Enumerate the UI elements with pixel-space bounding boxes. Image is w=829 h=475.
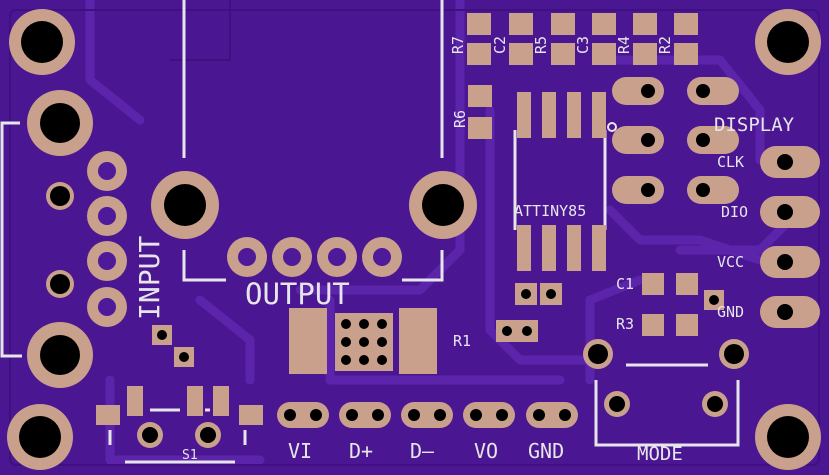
- label-pin-vcc: VCC: [717, 253, 745, 271]
- output-connector: [151, 171, 477, 277]
- label-r5: R5: [532, 35, 550, 54]
- regulator: [289, 308, 437, 374]
- label-pin-dplus: D+: [349, 439, 374, 463]
- pin1-marker: [607, 122, 617, 132]
- c1-r3-pads: [642, 273, 724, 336]
- label-output: OUTPUT: [245, 277, 350, 311]
- mounting-holes: [7, 9, 821, 470]
- label-pin-vi: VI: [288, 439, 313, 463]
- label-pin-gnd: GND: [717, 303, 745, 321]
- mode-button: [583, 339, 749, 417]
- label-r6: R6: [451, 109, 469, 128]
- label-input: INPUT: [133, 235, 166, 320]
- oval-pads: [612, 77, 739, 204]
- label-r3: R3: [616, 315, 635, 333]
- display-header-pads: [760, 146, 820, 328]
- label-c2: C2: [491, 35, 509, 54]
- label-pin-gnd-bottom: GND: [528, 439, 565, 463]
- label-display: DISPLAY: [714, 114, 795, 136]
- attiny-pads: [517, 92, 606, 271]
- label-r1: R1: [453, 332, 472, 350]
- input-connector: [27, 90, 127, 388]
- label-attiny85: ATTINY85: [514, 202, 587, 220]
- label-mode: MODE: [637, 443, 683, 465]
- label-pin-clk: CLK: [717, 153, 745, 171]
- bottom-header-pads: [277, 402, 578, 428]
- switch-s1: [96, 386, 263, 448]
- top-smd-pads: [467, 13, 698, 139]
- label-pin-vo: VO: [474, 439, 499, 463]
- via-hole: [709, 295, 719, 305]
- jumper-pads: [152, 283, 562, 367]
- label-s1: S1: [182, 448, 198, 463]
- label-r4: R4: [615, 35, 633, 54]
- label-pin-dminus: D–: [410, 439, 435, 463]
- label-r7: R7: [449, 35, 467, 54]
- label-c3: C3: [574, 35, 592, 54]
- silkscreen-lines: [0, 0, 740, 464]
- label-c1: C1: [616, 275, 635, 293]
- pour-clearance: [9, 0, 820, 466]
- label-r2: R2: [656, 35, 674, 54]
- label-pin-dio: DIO: [721, 203, 749, 221]
